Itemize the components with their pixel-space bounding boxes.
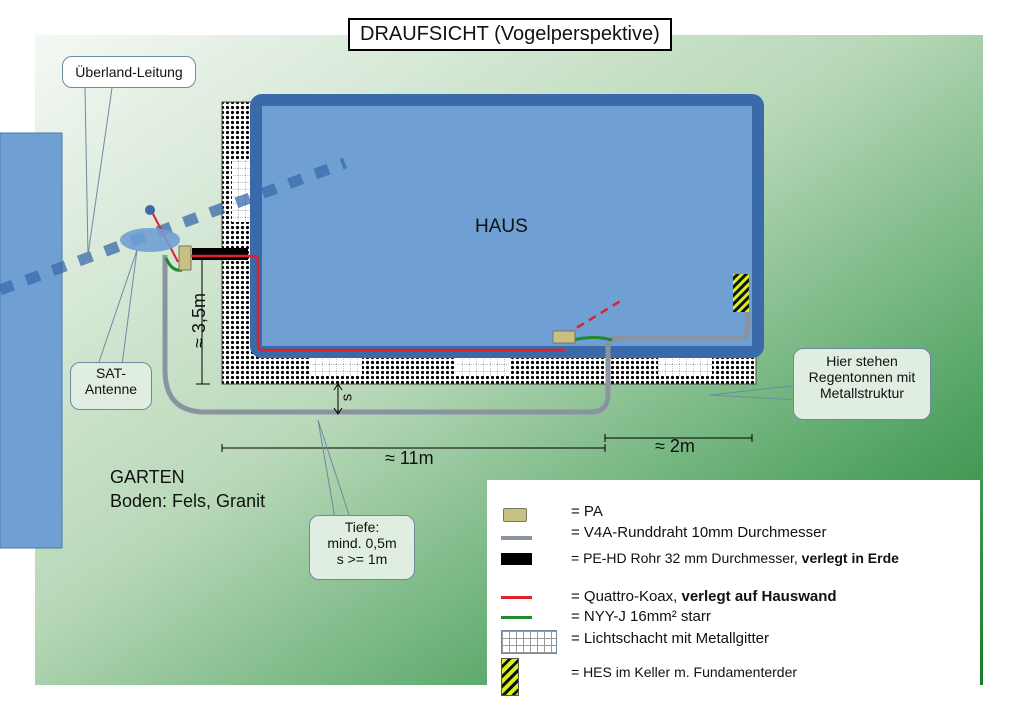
black-bar-icon: [501, 553, 532, 565]
legend-light-shaft: = Lichtschacht mit Metallgitter: [571, 630, 769, 647]
coax-dashed: [564, 298, 623, 337]
green-line-icon: [501, 616, 532, 619]
callout-line: Antenne: [84, 381, 138, 397]
callout-line: s >= 1m: [336, 551, 388, 567]
legend-bold: verlegt auf Hauswand: [681, 588, 837, 605]
legend-pa: = PA: [571, 503, 603, 520]
dim-height-label: ≈ 3,5m: [188, 293, 209, 348]
hes-marker: [733, 274, 749, 312]
dim-lines: [221, 434, 753, 452]
legend-nyy: = NYY-J 16mm² starr: [571, 608, 711, 625]
legend-coax: = Quattro-Koax, verlegt auf Hauswand: [571, 588, 837, 605]
callout-line: mind. 0,5m: [327, 535, 397, 551]
callout-sat-antenna: SAT- Antenne: [70, 362, 152, 410]
grid-icon: [501, 630, 557, 654]
legend-text: = PE-HD Rohr 32 mm Durchmesser,: [571, 550, 802, 566]
overhead-line: [0, 157, 347, 296]
page-title: DRAUFSICHT (Vogelperspektive): [348, 18, 672, 51]
dim-height: [196, 260, 210, 385]
callout-overhead-line: Überland-Leitung: [62, 56, 196, 88]
callout-depth: Tiefe: mind. 0,5m s >= 1m: [309, 515, 415, 580]
callout-line: Metallstruktur: [819, 385, 905, 401]
legend-hes: = HES im Keller m. Fundamenterder: [571, 664, 798, 680]
hatch-icon: [501, 658, 519, 696]
pa-box-icon: [503, 508, 527, 522]
nyy-line: [572, 336, 613, 342]
callout-rain-barrels: Hier stehen Regentonnen mit Metallstrukt…: [793, 348, 931, 420]
dim-2m-label: ≈ 2m: [655, 436, 695, 456]
soil-label: Boden: Fels, Granit: [110, 491, 266, 511]
house: [250, 94, 764, 358]
garden-label: GARTEN: [110, 467, 185, 487]
legend-text: = Quattro-Koax,: [571, 588, 682, 605]
pe-pipe: [192, 248, 248, 260]
callout-line: Tiefe:: [344, 519, 380, 535]
coax-line: [190, 254, 565, 352]
callout-line: SAT-: [95, 365, 127, 381]
legend-bold: verlegt in Erde: [801, 550, 899, 566]
dim-s: [333, 383, 343, 415]
pa-box-icon: [178, 245, 192, 271]
neighbor-building: [0, 132, 63, 549]
red-line-icon: [501, 596, 532, 599]
pa-box-icon: [552, 330, 576, 344]
callout-line: Regentonnen mit: [808, 369, 916, 385]
legend-v4a: = V4A-Runddraht 10mm Durchmesser: [571, 524, 827, 541]
gray-line-icon: [501, 536, 532, 540]
legend-pe-pipe: = PE-HD Rohr 32 mm Durchmesser, verlegt …: [571, 548, 951, 568]
callout-line: Hier stehen: [826, 353, 898, 369]
v4a-wire: [162, 255, 751, 415]
sat-antenna-icon: [120, 228, 180, 252]
dim-length-label: ≈ 11m: [385, 448, 434, 468]
legend: = PA = V4A-Runddraht 10mm Durchmesser = …: [487, 480, 980, 696]
dim-s-label: s: [338, 393, 356, 402]
house-label: HAUS: [475, 216, 528, 237]
